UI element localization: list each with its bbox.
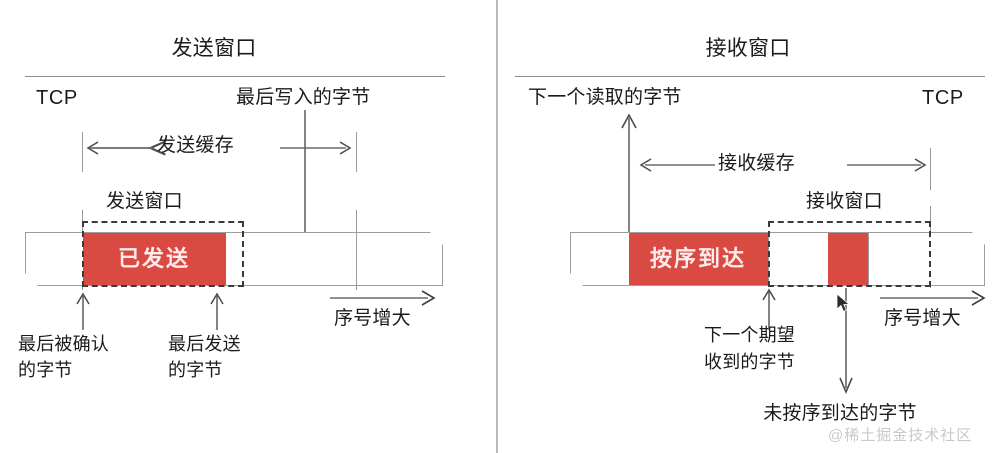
next-expected-byte-pointer (762, 288, 776, 330)
last-acked-byte-pointer (76, 292, 90, 330)
mouse-cursor (836, 293, 850, 312)
receive-panel-header-rule (515, 76, 985, 77)
panel-divider (496, 0, 498, 453)
send-buffer-label: 发送缓存 (157, 135, 234, 156)
last-sent-byte-label-line2: 的字节 (168, 360, 223, 380)
receive-window-dashed-box (768, 221, 931, 287)
receive-buffer-label: 接收缓存 (718, 153, 795, 174)
receive-panel-title: 接收窗口 (705, 37, 791, 60)
send-buffer-left-tick (82, 132, 83, 172)
last-sent-byte-label-line1: 最后发送 (168, 334, 241, 354)
send-panel-header-rule (25, 76, 445, 77)
send-seq-increase-label: 序号增大 (334, 308, 411, 329)
receive-bar-out-of-order-segment (828, 233, 868, 285)
send-window-label: 发送窗口 (106, 191, 183, 212)
next-expected-byte-label-line1: 下一个期望 (704, 325, 795, 345)
receive-window-label: 接收窗口 (806, 191, 883, 212)
last-acked-byte-label-line1: 最后被确认 (18, 334, 109, 354)
out-of-order-byte-label: 未按序到达的字节 (763, 403, 917, 424)
send-bar-inner-divider (356, 233, 357, 285)
last-written-byte-label: 最后写入的字节 (236, 87, 371, 108)
next-read-byte-pointer (621, 113, 637, 236)
receive-bar-inorder-label: 按序到达 (649, 246, 747, 271)
send-bar-sent-segment (83, 233, 226, 285)
last-sent-byte-pointer (210, 292, 224, 330)
receive-seq-increase-arrow (880, 290, 986, 306)
receive-bar-gap-right-divider (868, 233, 869, 285)
send-buffer-right-tick (356, 132, 357, 172)
send-buffer-span-arrow (86, 138, 352, 158)
receive-bar-inorder-segment (629, 233, 768, 285)
next-read-byte-label: 下一个读取的字节 (528, 87, 682, 108)
receive-buffer-right-tick (930, 148, 931, 190)
send-window-dashed-box (82, 221, 244, 287)
send-panel-title: 发送窗口 (171, 37, 257, 60)
receive-buffer-span-arrow (639, 158, 927, 172)
watermark: @稀土掘金技术社区 (828, 427, 973, 444)
last-acked-byte-label-line2: 的字节 (18, 360, 73, 380)
send-bar-sent-label: 已发送 (117, 246, 191, 271)
receive-seq-increase-label: 序号增大 (884, 308, 961, 329)
send-seq-increase-arrow (330, 290, 436, 306)
send-tcp-label: TCP (36, 87, 78, 109)
receive-tcp-label: TCP (922, 87, 964, 109)
next-expected-byte-label-line2: 收到的字节 (704, 352, 795, 372)
